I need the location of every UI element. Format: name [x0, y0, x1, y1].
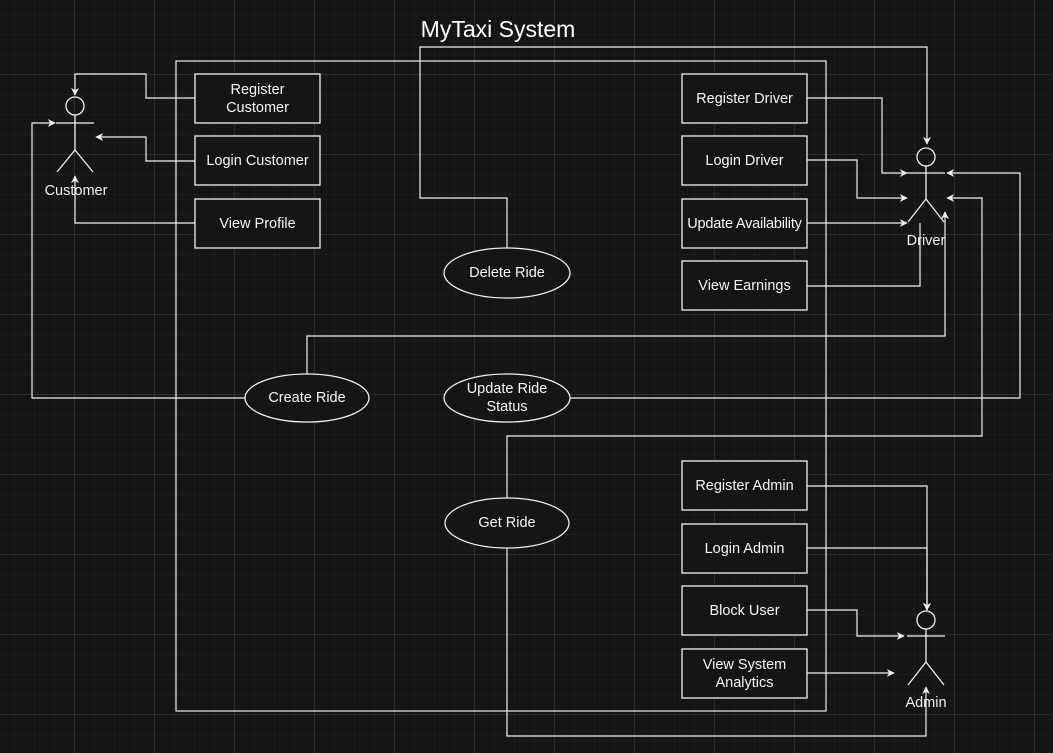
use-case-update-ride-status: Update Ride Status: [466, 381, 548, 415]
connector-update-ride-status: [570, 169, 1021, 399]
use-case-view-analytics: View System Analytics: [702, 656, 787, 691]
use-case-view-profile: View Profile: [219, 215, 296, 232]
use-case-view-earnings: View Earnings: [698, 277, 791, 294]
use-case-register-driver: Register Driver: [696, 90, 793, 107]
ellipse-delete-ride: [443, 247, 571, 299]
connector-view-profile: [71, 175, 195, 224]
use-case-login-customer: Login Customer: [206, 152, 309, 169]
connector-delete-ride: [419, 46, 931, 248]
connector-register-customer: [71, 73, 195, 99]
connector-login-driver: [807, 159, 908, 202]
use-case-get-ride: Get Ride: [478, 515, 536, 531]
box-login-admin: [681, 523, 808, 574]
box-register-admin: [681, 460, 808, 511]
connector-register-driver: [807, 97, 908, 177]
use-case-register-admin: Register Admin: [695, 477, 794, 494]
connector-view-earnings: [807, 223, 921, 287]
use-case-update-availability: Update Availability: [687, 215, 802, 232]
connector-block-user: [807, 609, 905, 640]
ellipse-update-ride-status: [443, 373, 571, 423]
diagram-title: MyTaxi System: [420, 16, 576, 42]
connector-get-ride-admin: [506, 548, 930, 737]
admin-actor-label: Admin: [905, 695, 947, 711]
driver-actor-label: Driver: [906, 233, 946, 249]
box-update-availability: [681, 198, 808, 249]
box-login-customer: [194, 135, 321, 186]
use-case-block-user: Block User: [709, 602, 780, 619]
use-case-boxes: [194, 73, 808, 699]
box-login-driver: [681, 135, 808, 186]
box-view-earnings: [681, 260, 808, 311]
customer-actor-label: Customer: [44, 183, 108, 199]
use-case-ellipses: [244, 247, 571, 549]
use-case-create-ride: Create Ride: [268, 390, 346, 406]
connector-create-ride-driver: [306, 211, 949, 374]
use-case-register-customer: Register Customer: [226, 81, 289, 116]
box-view-analytics: [681, 648, 808, 699]
connector-get-ride-driver: [506, 194, 983, 498]
connectors: [31, 46, 1021, 737]
box-register-customer: [194, 73, 321, 124]
driver-actor-icon: [907, 147, 945, 223]
box-block-user: [681, 585, 808, 636]
connector-login-admin: [807, 547, 931, 611]
connector-create-ride-customer: [31, 119, 245, 399]
use-case-login-driver: Login Driver: [705, 152, 784, 169]
connector-login-customer: [95, 133, 195, 162]
use-case-delete-ride: Delete Ride: [469, 265, 545, 281]
box-register-driver: [681, 73, 808, 124]
admin-actor-icon: [907, 610, 945, 686]
ellipse-get-ride: [444, 497, 570, 549]
use-case-login-admin: Login Admin: [704, 540, 785, 557]
customer-actor-icon: [56, 96, 94, 173]
ellipse-create-ride: [244, 373, 370, 423]
box-view-profile: [194, 198, 321, 249]
system-boundary: [175, 60, 827, 712]
